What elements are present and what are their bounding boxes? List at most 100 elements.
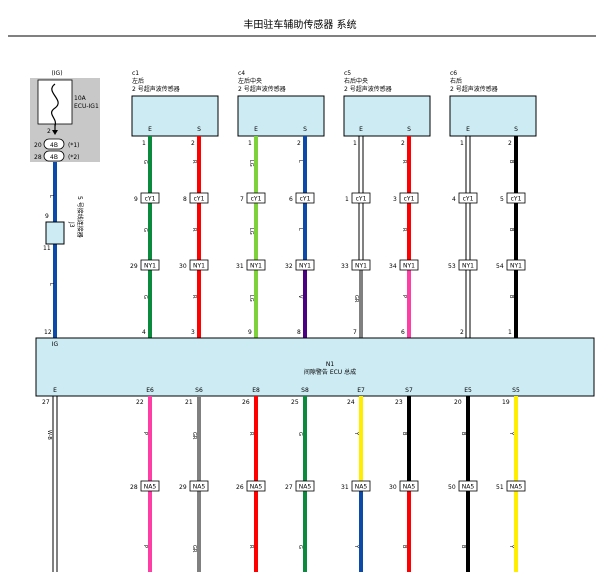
ecu-e-pin: 27 (42, 399, 50, 406)
wire-ecu-pin: 8 (297, 329, 301, 336)
sensor-location: 左后 (132, 77, 144, 85)
connector-cy1-label: cY1 (251, 196, 262, 203)
connector-ny1-label: NY1 (144, 263, 156, 270)
wire-ecu-pin: 3 (191, 329, 195, 336)
wire-abbr: G (142, 160, 148, 164)
sensor-box (449, 95, 537, 137)
connector-ny1-label: NY1 (462, 263, 474, 270)
connector-ny1-label: NY1 (193, 263, 205, 270)
connector-ny1-box (246, 259, 266, 271)
connector-cy1-box (399, 192, 419, 204)
ecu-terminal-label: E6 (146, 387, 154, 394)
wire-ecu-pin: 19 (502, 399, 510, 406)
wire-abbr: GR (353, 295, 359, 303)
connector-ny1-box (351, 259, 371, 271)
wire-abbr: B (460, 432, 466, 436)
sensor-pin-label: E (148, 126, 152, 133)
sensor-box (237, 95, 325, 137)
wire-abbr: P (142, 432, 148, 435)
wire-ecu-pin: 25 (291, 399, 299, 406)
wire-abbr: B (508, 160, 514, 164)
fuse-conn1 (43, 138, 65, 150)
connector-ny1-label: NY1 (355, 263, 367, 270)
wire-abbr: L (297, 228, 303, 231)
wire-cy1-pin: 1 (345, 196, 349, 203)
fuse-pin-top: 2 (47, 128, 51, 135)
wire-sensor-pin: 2 (508, 140, 512, 147)
wire-ecu-pin: 6 (401, 329, 405, 336)
wire-na5-pin: 51 (496, 484, 504, 491)
wire-abbr: G (142, 228, 148, 232)
wire-sensor-pin: 1 (248, 140, 252, 147)
wire-abbr: GR (191, 432, 197, 440)
wire-abbr: R (401, 160, 407, 164)
ecu-box (35, 337, 595, 397)
sensor-code: c5 (344, 70, 351, 77)
sensor-code: c6 (450, 70, 457, 77)
page-title: 丰田驻车辅助传感器 系统 (243, 18, 356, 31)
ecu-e-label: E (53, 387, 57, 394)
fuse-name: ECU-IG1 (74, 103, 99, 110)
wire-cy1-pin: 3 (393, 196, 397, 203)
wire-ecu-pin: 21 (185, 399, 193, 406)
fuse-rating: 10A (74, 95, 87, 102)
sensor-pin-label: E (466, 126, 470, 133)
wire-abbr: B (508, 228, 514, 232)
ig-wire-abbr-1: L (48, 195, 54, 198)
sensor-pin-label: S (303, 126, 307, 133)
wire-ny1-pin: 34 (389, 263, 397, 270)
wire-abbr: R (401, 228, 407, 232)
sensor-location: 左后中央 (238, 77, 262, 85)
wire-abbr: R (248, 545, 254, 549)
wire-sensor-pin: 2 (401, 140, 405, 147)
connector-ny1-label: NY1 (403, 263, 415, 270)
wire-na5-pin: 26 (236, 484, 244, 491)
wire-ny1-pin: 29 (130, 263, 138, 270)
sensor-pin-label: E (254, 126, 258, 133)
wire-cy1-pin: 7 (240, 196, 244, 203)
junction-label-1: J3 (68, 221, 75, 228)
wire-ecu-pin: 24 (347, 399, 355, 406)
ecu-terminal-label: E7 (357, 387, 365, 394)
fuse-conn2-id: 4B (50, 154, 58, 161)
fuse-arrow (52, 130, 58, 135)
ecu-terminal-label: S7 (405, 387, 413, 394)
ecu-terminal-label: E5 (464, 387, 472, 394)
wire-ny1-pin: 32 (285, 263, 293, 270)
connector-ny1-label: NY1 (250, 263, 262, 270)
wire-na5-pin: 30 (389, 484, 397, 491)
sensor-location: 右后 (450, 77, 462, 85)
connector-na5-box (246, 480, 266, 492)
wire-abbr: L (297, 160, 303, 163)
junction-label-2: 5 号接线连接器 (76, 196, 84, 238)
ecu-terminal-label: S8 (301, 387, 309, 394)
wire-abbr: LG (248, 228, 254, 235)
wire-sensor-pin: 2 (297, 140, 301, 147)
fuse-conn1-pin: 20 (34, 142, 42, 149)
ig-wire-abbr-2: L (48, 283, 54, 286)
sensor-type: 2 号超声波传感器 (450, 85, 498, 93)
wire-abbr: P (401, 295, 407, 298)
wire-na5-pin: 27 (285, 484, 293, 491)
wire-abbr: Y (508, 544, 514, 549)
connector-cy1-box (458, 192, 478, 204)
connector-cy1-label: cY1 (356, 196, 367, 203)
sensor-pin-label: S (407, 126, 411, 133)
connector-na5-box (506, 480, 526, 492)
wire-ny1-pin: 30 (179, 263, 187, 270)
wire-cy1-pin: 8 (183, 196, 187, 203)
wire-abbr: B (401, 432, 407, 436)
wire-abbr: Y (353, 544, 359, 549)
wire-sensor-pin: 1 (353, 140, 357, 147)
wire-na5-pin: 29 (179, 484, 187, 491)
connector-na5-label: NA5 (462, 484, 475, 491)
junction-pin-top: 9 (45, 213, 49, 220)
ecu-name: 间隙警告 ECU 总成 (304, 368, 356, 376)
wire-abbr: R (191, 160, 197, 164)
connector-cy1-box (295, 192, 315, 204)
ecu-id: N1 (326, 361, 334, 368)
wire-sensor-pin: 1 (142, 140, 146, 147)
sensor-type: 2 号超声波传感器 (238, 85, 286, 93)
wire-ny1-pin: 53 (448, 263, 456, 270)
